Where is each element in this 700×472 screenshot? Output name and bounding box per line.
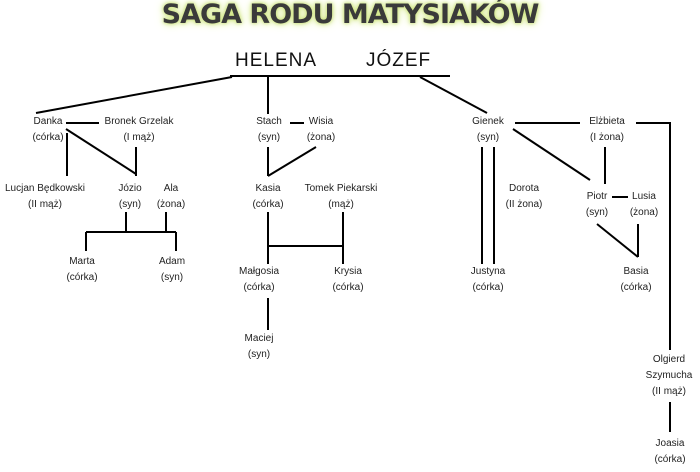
person-role: (II mąż) [28, 199, 62, 210]
connector-line [512, 128, 591, 181]
person-lucjan: Lucjan Będkowski (II mąż) [5, 181, 85, 213]
person-name: Adam [158, 256, 186, 267]
person-role: (córka) [66, 272, 98, 283]
person-surname: Szymucha [645, 370, 693, 381]
person-piotr: Piotr (syn) [586, 189, 608, 221]
person-adam: Adam (syn) [159, 254, 185, 286]
person-wisia: Wisia (żona) [307, 114, 335, 146]
person-basia: Basia (córka) [620, 264, 651, 296]
person-ala: Ala (żona) [157, 181, 185, 213]
person-role: (I żona) [590, 132, 624, 143]
person-role: (żona) [156, 199, 186, 210]
connector-line [267, 146, 317, 177]
person-role: (syn) [160, 272, 184, 283]
person-name: Tomek Piekarski [304, 183, 378, 194]
person-role: (I mąż) [123, 132, 155, 143]
person-maciej: Maciej (syn) [245, 331, 274, 363]
person-role: (syn) [585, 207, 609, 218]
person-name: Dorota [508, 183, 539, 194]
person-name: Basia [623, 266, 649, 277]
person-name: Marta [69, 256, 95, 267]
person-malgosia: Małgosia (córka) [239, 264, 279, 296]
person-name: Piotr [586, 191, 608, 202]
person-name: Olgierd [652, 354, 686, 365]
person-role: (syn) [247, 349, 271, 360]
person-justyna: Justyna (córka) [471, 264, 505, 296]
person-role: (córka) [472, 282, 504, 293]
person-name: Justyna [470, 266, 506, 277]
person-lusia: Lusia (żona) [630, 189, 658, 221]
person-role: (syn) [118, 199, 142, 210]
person-role: (córka) [332, 282, 364, 293]
person-name: Krysia [334, 266, 362, 277]
person-bronek: Bronek Grzelak (I mąż) [105, 114, 174, 146]
person-role: (II żona) [505, 199, 543, 210]
person-elzbieta: Elżbieta (I żona) [589, 114, 625, 146]
root-helena: HELENA [235, 50, 318, 71]
root-jozef: JÓZEF [366, 50, 432, 71]
person-role: (syn) [476, 132, 500, 143]
person-name: Bronek Grzelak [104, 116, 174, 127]
person-marta: Marta (córka) [66, 254, 97, 286]
person-gienek: Gienek (syn) [472, 114, 504, 146]
person-role: (żona) [629, 207, 659, 218]
person-name: Joasia [655, 438, 685, 449]
person-role: (mąż) [328, 199, 354, 210]
person-name: Kasia [255, 183, 281, 194]
person-role: (córka) [620, 282, 652, 293]
person-joasia: Joasia (córka) [654, 436, 685, 468]
person-name: Wisia [308, 116, 334, 127]
person-jozio: Józio (syn) [118, 181, 141, 213]
connector-line [419, 76, 488, 114]
person-dorota: Dorota (II żona) [506, 181, 543, 213]
person-name: Lusia [632, 191, 656, 202]
connector-line [65, 128, 137, 175]
person-role: (syn) [257, 132, 281, 143]
person-role: (II mąż) [652, 386, 686, 397]
person-kasia: Kasia (córka) [252, 181, 283, 213]
connector-line [596, 223, 639, 258]
person-stach: Stach (syn) [256, 114, 282, 146]
person-name: Małgosia [238, 266, 280, 277]
page-title: SAGA RODU MATYSIAKÓW [161, 0, 540, 30]
person-role: (córka) [654, 454, 686, 465]
person-name: Gienek [472, 116, 504, 127]
person-role: (córka) [252, 199, 284, 210]
connector-line [35, 76, 233, 114]
person-tomek: Tomek Piekarski (mąż) [305, 181, 378, 213]
person-name: Danka [33, 116, 63, 127]
person-name: Maciej [244, 333, 274, 344]
person-name: Elżbieta [589, 116, 625, 127]
person-role: (żona) [306, 132, 336, 143]
person-olgierd: Olgierd Szymucha (II mąż) [646, 352, 693, 400]
person-role: (córka) [32, 132, 64, 143]
person-name: Lucjan Będkowski [4, 183, 86, 194]
person-name: Stach [256, 116, 282, 127]
person-krysia: Krysia (córka) [332, 264, 363, 296]
person-name: Józio [118, 183, 142, 194]
person-role: (córka) [243, 282, 275, 293]
person-danka: Danka (córka) [32, 114, 63, 146]
person-name: Ala [163, 183, 179, 194]
